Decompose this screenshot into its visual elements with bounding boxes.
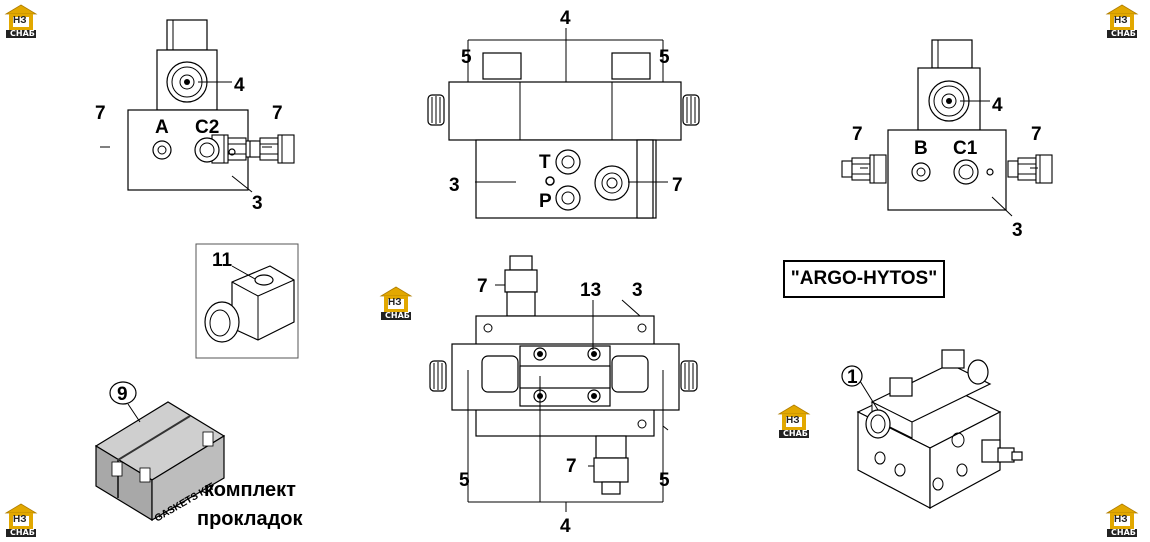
- label-7-top: 7: [672, 175, 683, 196]
- label-3-top: 3: [449, 175, 460, 196]
- label-9: 9: [117, 384, 128, 405]
- valve-view-left: [100, 19, 295, 193]
- logo-mid-right: НЗ СНАБ: [778, 404, 810, 439]
- label-5-bottom-right: 5: [659, 470, 670, 491]
- logo-top-left: НЗ СНАБ: [5, 4, 37, 39]
- label-7-right-b: 7: [1031, 124, 1042, 145]
- label-5-top-left: 5: [461, 47, 472, 68]
- logo-top-right-sub: СНАБ: [1111, 29, 1136, 38]
- logo-top-right: НЗ СНАБ: [1106, 4, 1138, 39]
- logo-center: НЗ СНАБ: [380, 286, 412, 321]
- label-port-p: P: [539, 191, 552, 212]
- logo-bottom-left: НЗ СНАБ: [5, 503, 37, 538]
- label-3-right: 3: [1012, 220, 1023, 241]
- brand-label: "ARGO-HYTOS": [783, 260, 945, 298]
- connector-box-11: [195, 243, 299, 359]
- logo-top-left-sub: СНАБ: [10, 29, 35, 38]
- label-3-left: 3: [252, 193, 263, 214]
- label-7-bottom-top: 7: [477, 276, 488, 297]
- label-5-bottom-left: 5: [459, 470, 470, 491]
- logo-bottom-right-sub: СНАБ: [1111, 528, 1136, 537]
- label-13: 13: [580, 280, 601, 301]
- valve-view-center-top: [427, 28, 700, 219]
- label-7-right-a: 7: [852, 124, 863, 145]
- label-1: 1: [847, 367, 858, 388]
- label-7-left-b: 7: [272, 103, 283, 124]
- label-port-c1: C1: [953, 138, 978, 159]
- label-4-top: 4: [560, 8, 571, 29]
- logo-bottom-right-mark: НЗ: [1114, 514, 1128, 525]
- label-port-a: A: [155, 117, 169, 138]
- label-4-right: 4: [992, 95, 1003, 116]
- logo-bottom-right: НЗ СНАБ: [1106, 503, 1138, 538]
- logo-top-left-mark: НЗ: [13, 15, 27, 26]
- label-4-left: 4: [234, 75, 245, 96]
- logo-top-right-mark: НЗ: [1114, 15, 1128, 26]
- label-4-bottom: 4: [560, 516, 571, 537]
- label-11: 11: [212, 250, 233, 271]
- logo-mid-right-sub: СНАБ: [783, 429, 808, 438]
- label-3-bottom: 3: [632, 280, 643, 301]
- valve-view-right: [841, 39, 1053, 217]
- label-port-c2: C2: [195, 117, 219, 138]
- valve-view-center-bottom: [429, 255, 698, 512]
- logo-bottom-left-sub: СНАБ: [10, 528, 35, 537]
- label-port-b: B: [914, 138, 928, 159]
- logo-center-sub: СНАБ: [385, 311, 410, 320]
- logo-mid-right-mark: НЗ: [786, 415, 800, 426]
- logo-bottom-left-mark: НЗ: [13, 514, 27, 525]
- valve-isometric: [841, 349, 1023, 510]
- label-7-bottom-low: 7: [566, 456, 577, 477]
- gasket-caption-line1: комплект: [204, 479, 296, 501]
- gasket-caption-line2: прокладок: [197, 508, 303, 530]
- label-7-left-a: 7: [95, 103, 106, 124]
- gasket-kit-box: GASKETS KIT: [94, 381, 226, 524]
- logo-center-mark: НЗ: [388, 297, 402, 308]
- label-5-top-right: 5: [659, 47, 670, 68]
- label-port-t: T: [539, 152, 551, 173]
